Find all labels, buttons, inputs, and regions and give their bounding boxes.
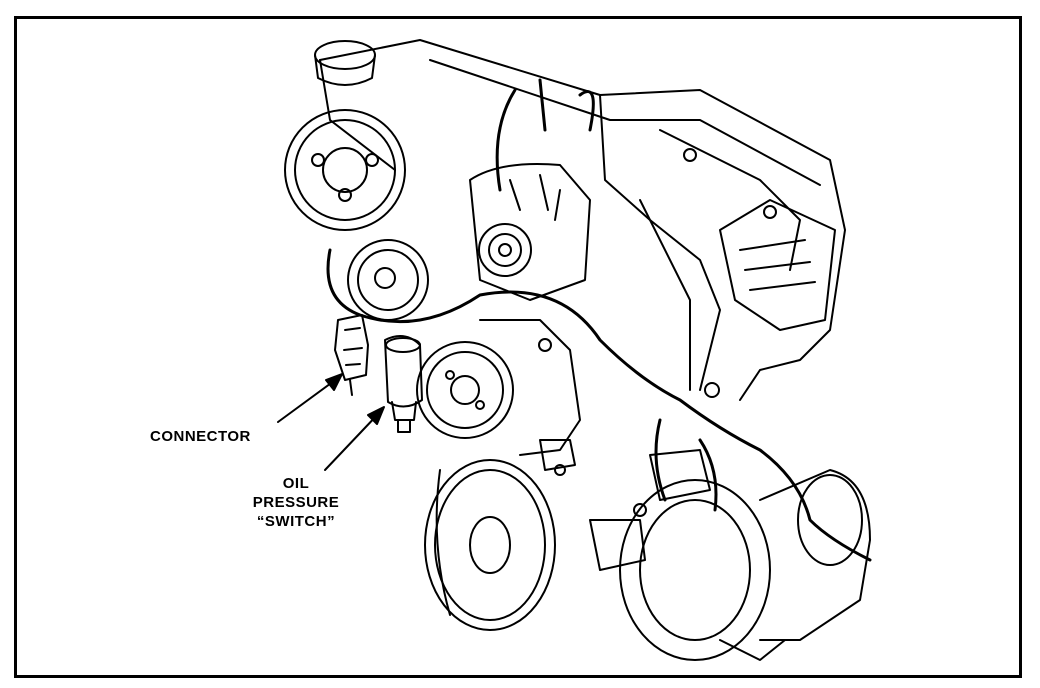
connector-label: CONNECTOR <box>150 428 251 445</box>
alternator <box>619 469 871 661</box>
wiring-harness <box>326 78 872 562</box>
oil-pressure-switch-label-line-2: PRESSURE <box>252 494 340 511</box>
brackets-and-bolts <box>539 148 777 571</box>
crankshaft-pulley <box>424 459 556 631</box>
oil-pressure-switch-label-line-1: OIL <box>282 475 310 492</box>
oil-pressure-switch-part <box>384 335 423 433</box>
diagram-frame <box>14 16 1022 678</box>
water-pump-pulley <box>416 341 514 439</box>
oil-pressure-switch-label-line-3: “SWITCH” <box>256 513 336 530</box>
water-pump-housing <box>479 319 581 456</box>
oil-pressure-switch-leader-arrow <box>324 406 385 471</box>
idler-pulley <box>347 239 429 321</box>
oil-filler-cap <box>314 40 376 86</box>
connector-leader-arrow <box>277 373 343 423</box>
oil-pressure-switch-label: OIL PRESSURE “SWITCH” <box>236 474 356 531</box>
upper-accessory <box>469 163 591 301</box>
power-steering-pulley <box>284 109 406 231</box>
connector-part <box>334 314 369 396</box>
